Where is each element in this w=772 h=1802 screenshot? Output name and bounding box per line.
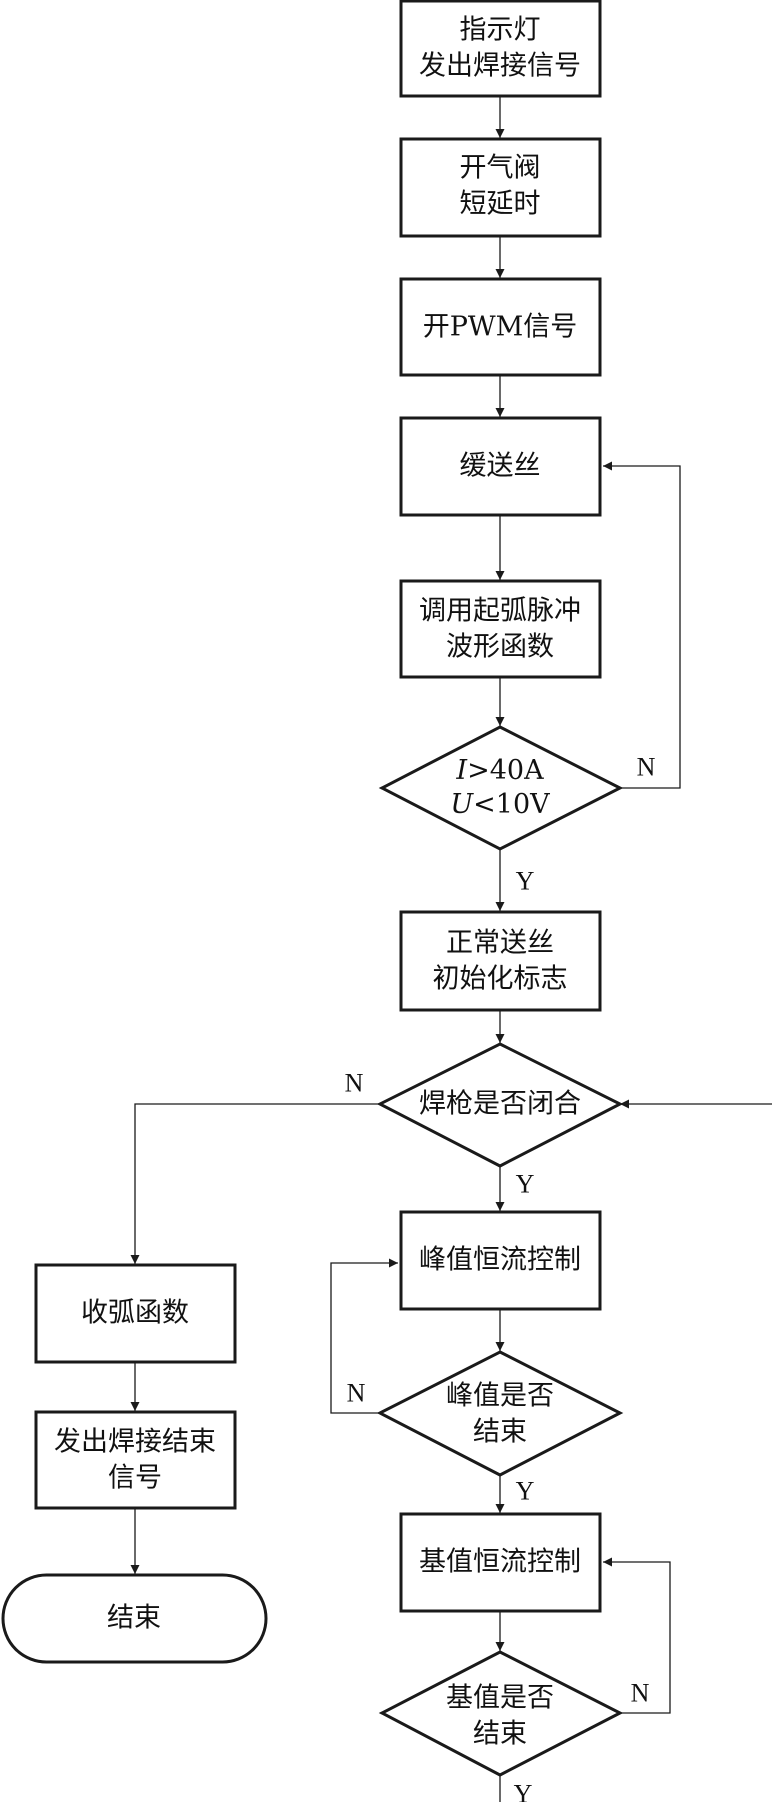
indicator-line2: 发出焊接信号 bbox=[419, 51, 581, 82]
end-label: 结束 bbox=[107, 1603, 161, 1634]
node-gas-valve: 开气阀 短延时 bbox=[399, 137, 602, 238]
base-done-line1: 基值是否 bbox=[446, 1683, 554, 1714]
decision-arc-check: I>40A U<10V bbox=[378, 725, 624, 851]
slow-feed-label: 缓送丝 bbox=[460, 451, 541, 482]
label-check-no: N bbox=[637, 753, 656, 782]
weld-end-signal-line1: 发出焊接结束 bbox=[54, 1427, 216, 1458]
label-base-no: N bbox=[631, 1679, 650, 1708]
arc-check-voltage-cond: <10V bbox=[473, 789, 550, 820]
node-indicator: 指示灯 发出焊接信号 bbox=[399, 0, 602, 98]
arc-end-function-label: 收弧函数 bbox=[81, 1298, 189, 1329]
decision-base-done: 基值是否 结束 bbox=[378, 1650, 624, 1777]
flow-torch-no bbox=[130, 1103, 380, 1264]
gas-valve-line1: 开气阀 bbox=[460, 153, 541, 184]
arc-check-voltage: U<10V bbox=[450, 789, 550, 820]
label-peak-yes: Y bbox=[516, 1477, 535, 1506]
flow-peak-no-loop bbox=[330, 1258, 398, 1414]
arc-check-current-var: I bbox=[455, 755, 468, 786]
label-torch-yes: Y bbox=[516, 1170, 535, 1199]
flow-check-no-loop bbox=[603, 461, 681, 789]
label-check-yes: Y bbox=[516, 867, 535, 896]
decision-peak-done: 峰值是否 结束 bbox=[376, 1350, 624, 1477]
arc-check-voltage-var: U bbox=[450, 789, 474, 820]
base-done-line2: 结束 bbox=[473, 1719, 527, 1750]
node-weld-end-signal: 发出焊接结束 信号 bbox=[34, 1410, 237, 1510]
normal-feed-line2: 初始化标志 bbox=[433, 964, 568, 995]
label-base-yes: Y bbox=[514, 1780, 533, 1802]
flow-base-no-loop bbox=[603, 1557, 671, 1714]
terminal-end: 结束 bbox=[1, 1573, 268, 1664]
node-normal-feed: 正常送丝 初始化标志 bbox=[399, 910, 602, 1012]
connectors bbox=[130, 96, 772, 1802]
node-base-control: 基值恒流控制 bbox=[399, 1512, 602, 1613]
peak-done-line1: 峰值是否 bbox=[446, 1381, 554, 1412]
decision-torch-closed: 焊枪是否闭合 bbox=[376, 1042, 624, 1168]
node-arc-pulse: 调用起弧脉冲 波形函数 bbox=[399, 579, 602, 679]
weld-end-signal-line2: 信号 bbox=[108, 1463, 162, 1494]
base-control-label: 基值恒流控制 bbox=[419, 1547, 581, 1578]
arc-check-current-cond: >40A bbox=[467, 755, 544, 786]
arc-check-current: I>40A bbox=[455, 755, 544, 786]
torch-closed-label: 焊枪是否闭合 bbox=[419, 1089, 581, 1120]
label-peak-no: N bbox=[347, 1379, 366, 1408]
label-torch-no: N bbox=[345, 1069, 364, 1098]
arc-pulse-line1: 调用起弧脉冲 bbox=[419, 596, 581, 627]
indicator-line1: 指示灯 bbox=[460, 15, 541, 46]
branch-labels: N Y N Y N Y N Y bbox=[345, 753, 656, 1802]
peak-control-label: 峰值恒流控制 bbox=[419, 1245, 581, 1276]
node-pwm: 开PWM信号 bbox=[399, 277, 602, 377]
peak-done-line2: 结束 bbox=[473, 1417, 527, 1448]
node-slow-feed: 缓送丝 bbox=[399, 416, 602, 517]
arc-pulse-line2: 波形函数 bbox=[446, 632, 554, 663]
node-peak-control: 峰值恒流控制 bbox=[399, 1210, 602, 1311]
node-arc-end-function: 收弧函数 bbox=[34, 1263, 237, 1364]
normal-feed-line1: 正常送丝 bbox=[446, 928, 554, 959]
gas-valve-line2: 短延时 bbox=[460, 189, 541, 220]
pwm-label: 开PWM信号 bbox=[423, 312, 578, 343]
